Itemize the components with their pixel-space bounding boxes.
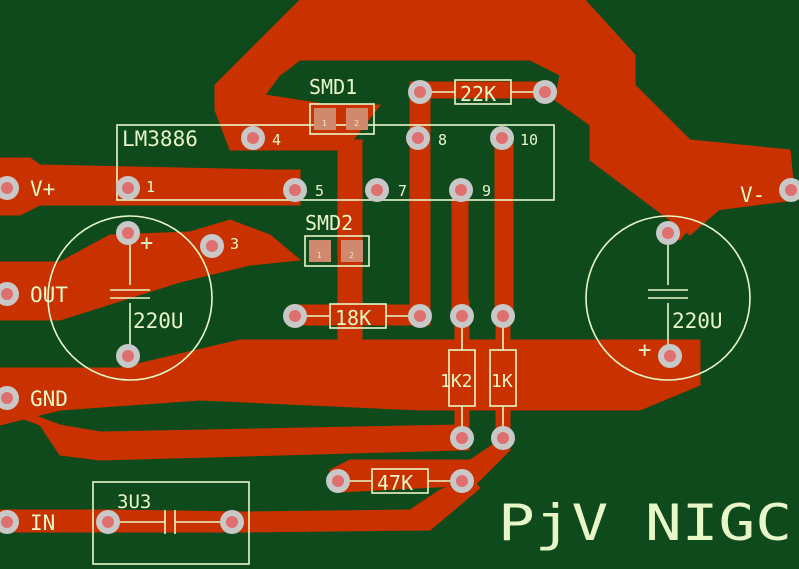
- pad-18k-b: [408, 304, 432, 328]
- pad-1k2-b: [450, 426, 474, 450]
- ic-pin-9: 9: [482, 182, 491, 200]
- smd1-pad-2: [346, 108, 368, 130]
- smd1-pad-1: [314, 108, 336, 130]
- pad-ic-10: [490, 126, 514, 150]
- res-18k-label: 18K: [335, 306, 371, 330]
- pad-18k-a: [283, 304, 307, 328]
- pad-cap-right-a: [656, 221, 680, 245]
- pad-cap-right-b: [658, 344, 682, 368]
- pad-ic-5: [283, 178, 307, 202]
- res-47k-label: 47K: [377, 471, 413, 495]
- connector-in: IN: [30, 511, 55, 535]
- smd1-pad-1-number: 1: [322, 119, 327, 128]
- labels-layer: LM3886 1 3 4 5 7 8 9 10 SMD1 SMD2 22K 18…: [30, 75, 792, 552]
- pad-ic-8: [406, 126, 430, 150]
- pad-ic-4: [241, 126, 265, 150]
- pad-ic-1: [116, 176, 140, 200]
- cap-left-outline: [47, 215, 213, 381]
- smd1-pad-2-number: 2: [354, 119, 359, 128]
- smd1-label: SMD1: [309, 75, 357, 99]
- pad-1k-b: [491, 426, 515, 450]
- pad-cap-left-a: [116, 221, 140, 245]
- smd2-pad-1-number: 1: [317, 251, 322, 260]
- cap-3u3-label: 3U3: [117, 491, 151, 513]
- pad-3u3-b: [220, 510, 244, 534]
- ic-pin-3: 3: [230, 235, 239, 253]
- pad-cap-left-b: [116, 344, 140, 368]
- smd2-pad-2-number: 2: [349, 251, 354, 260]
- pad-1k-a: [491, 304, 515, 328]
- pad-3u3-a: [96, 510, 120, 534]
- res-1k2-label: 1K2: [440, 371, 473, 392]
- ic-pin-7: 7: [398, 182, 407, 200]
- res-22k-label: 22K: [460, 82, 496, 106]
- pad-ic-7: [365, 178, 389, 202]
- pad-conn-in: [0, 510, 19, 534]
- copper-pour-top: [214, 0, 796, 236]
- connector-out: OUT: [30, 283, 68, 307]
- connector-gnd: GND: [30, 387, 68, 411]
- pad-1k2-a: [450, 304, 474, 328]
- copper-layer: [0, 0, 796, 533]
- connector-vminus: V-: [740, 183, 765, 207]
- cap-left-plus: +: [140, 231, 153, 256]
- cap-right-plus: +: [638, 338, 651, 363]
- pad-conn-out: [0, 282, 19, 306]
- cap-right-outline: [585, 215, 751, 381]
- copper-in: [0, 477, 481, 533]
- smd2-pad-1: [309, 240, 331, 262]
- ic-pin-5: 5: [315, 182, 324, 200]
- copper-out: [0, 219, 302, 321]
- pad-ic-9: [449, 178, 473, 202]
- cap-3u3-outline: [92, 481, 250, 565]
- smd2-label: SMD2: [305, 211, 353, 235]
- pad-47k-a: [326, 469, 350, 493]
- ic-pin-1: 1: [146, 178, 155, 196]
- copper-track-10: [494, 139, 514, 321]
- smd2-pad-2: [341, 240, 363, 262]
- connector-vplus: V+: [30, 177, 55, 201]
- smd1-outline: [309, 103, 375, 135]
- ic-label: LM3886: [122, 127, 198, 151]
- copper-gnd: [0, 339, 701, 426]
- pad-conn-vminus: [779, 178, 799, 202]
- credit-label: PjV NIGC: [498, 494, 792, 552]
- cap-right-label: 220U: [672, 309, 723, 333]
- pad-22k-b: [533, 80, 557, 104]
- pad-47k-b: [450, 469, 474, 493]
- ic-pin-4: 4: [272, 131, 281, 149]
- cap-left-label: 220U: [133, 309, 184, 333]
- pad-ic-3: [200, 234, 224, 258]
- ic-pin-8: 8: [438, 131, 447, 149]
- pad-conn-gnd: [0, 386, 19, 410]
- pad-conn-vplus: [0, 176, 19, 200]
- smd2-outline: [304, 235, 370, 267]
- pads-layer: 1 2 1 2: [0, 80, 799, 534]
- res-1k-label: 1K: [491, 371, 513, 392]
- pad-22k-a: [408, 80, 432, 104]
- ic-pin-10: 10: [520, 131, 538, 149]
